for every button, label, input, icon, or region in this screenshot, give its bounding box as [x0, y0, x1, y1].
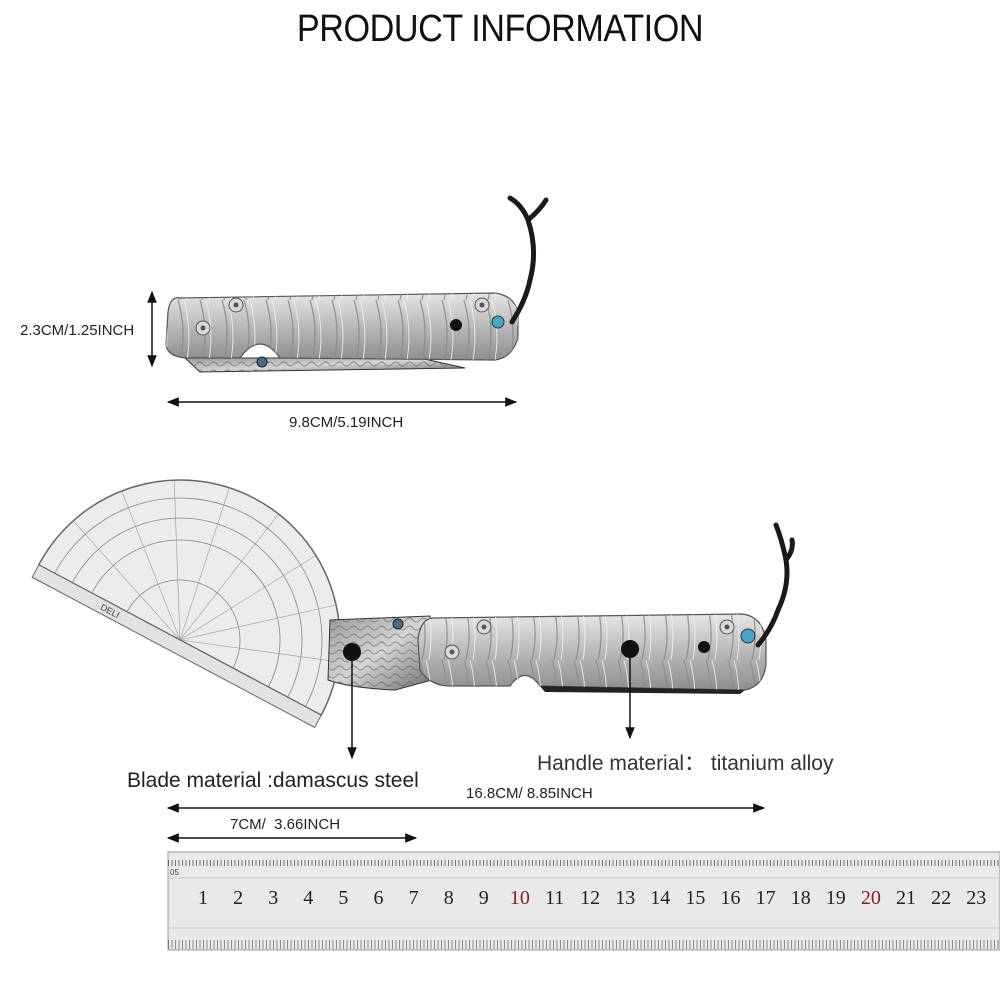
- ruler-number: 8: [443, 887, 454, 909]
- ruler-number: 15: [685, 887, 706, 909]
- ruler-number: 11: [545, 887, 565, 909]
- ruler-number: 14: [650, 887, 671, 909]
- ruler-number: 13: [615, 887, 636, 909]
- ruler-number: 12: [580, 887, 601, 909]
- ruler-number: 5: [338, 887, 349, 909]
- ruler-number: 3: [268, 887, 279, 909]
- ruler-corner-label: 05: [170, 868, 179, 877]
- ruler-number: 7: [408, 887, 419, 909]
- protractor: [31, 479, 341, 729]
- ruler-number: 17: [755, 887, 776, 909]
- ruler-number: 22: [931, 887, 952, 909]
- ruler-number: 1: [198, 887, 208, 909]
- ruler-number: 2: [233, 887, 244, 909]
- blade-length-label: 7CM/ 3.66INCH: [230, 816, 341, 833]
- closed-length-label: 9.8CM/5.19INCH: [289, 414, 404, 431]
- ruler-number: 6: [373, 887, 384, 909]
- blade-material-label: Blade material :damascus steel: [127, 769, 419, 792]
- ruler-number: 18: [790, 887, 811, 909]
- open-knife: [327, 522, 795, 694]
- ruler-number: 16: [720, 887, 741, 909]
- open-length-label: 16.8CM/ 8.85INCH: [466, 785, 593, 802]
- ruler: [167, 851, 1000, 951]
- ruler-number: 9: [478, 887, 489, 909]
- handle-material-label: Handle material： titanium alloy: [537, 752, 834, 775]
- ruler-number: 20: [860, 887, 881, 909]
- width-label: 2.3CM/1.25INCH: [20, 322, 135, 339]
- ruler-number: 21: [896, 887, 916, 909]
- ruler-number: 19: [825, 887, 846, 909]
- page-title: PRODUCT INFORMATION: [296, 8, 704, 50]
- ruler-number: 4: [303, 887, 314, 909]
- ruler-number: 23: [966, 887, 987, 909]
- closed-knife: [165, 195, 549, 373]
- ruler-number: 10: [509, 887, 530, 909]
